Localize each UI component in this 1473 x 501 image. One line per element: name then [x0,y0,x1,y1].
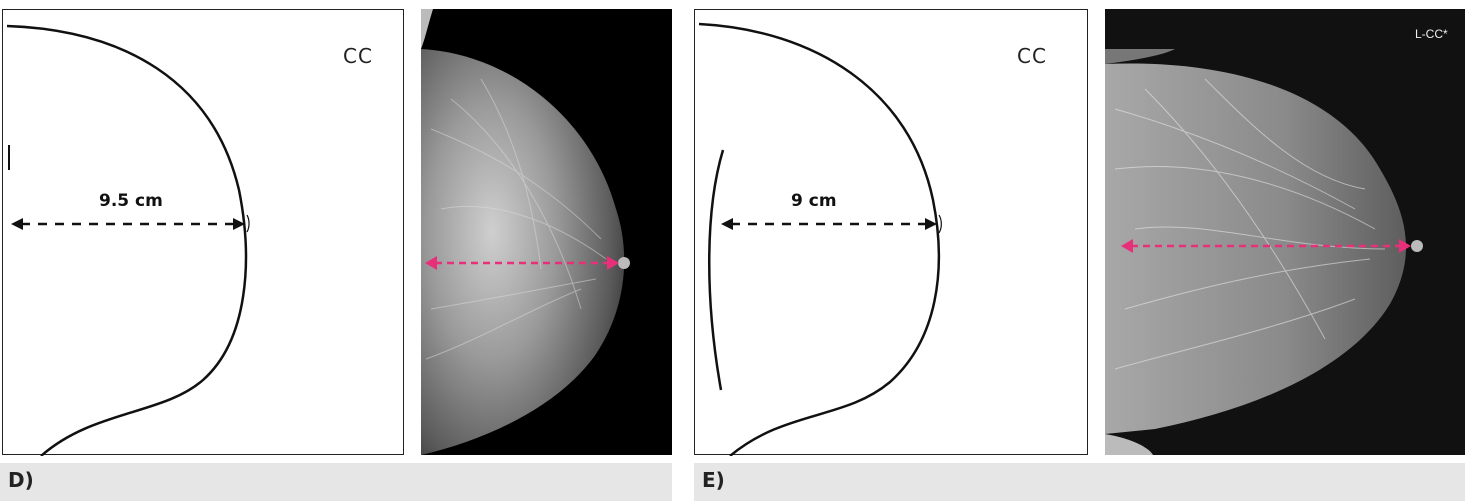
mammogram-e-graphic [1105,9,1465,455]
nipple-outline [939,215,941,233]
caption-bar-d: D) [0,463,672,501]
caption-d: D) [8,468,34,492]
diagram-box-e: CC 9 cm [694,9,1088,455]
diagram-box-d: CC 9.5 cm [2,9,404,455]
view-label-e: CC [1017,44,1047,68]
mammogram-image-d [421,9,672,455]
view-label-d: CC [343,44,373,68]
mammogram-image-e: L-CC* [1105,9,1465,455]
nipple-outline [247,215,249,232]
mammogram-d-graphic [421,9,672,455]
breast-outline-diagram-d [3,10,405,456]
measurement-label-d: 9.5 cm [99,191,163,211]
caption-bar-e: E) [694,463,1465,501]
breast-outline-diagram-e [695,10,1089,456]
xray-view-label-e: L-CC* [1415,27,1448,41]
measurement-label-e: 9 cm [791,191,837,211]
caption-e: E) [702,468,725,492]
